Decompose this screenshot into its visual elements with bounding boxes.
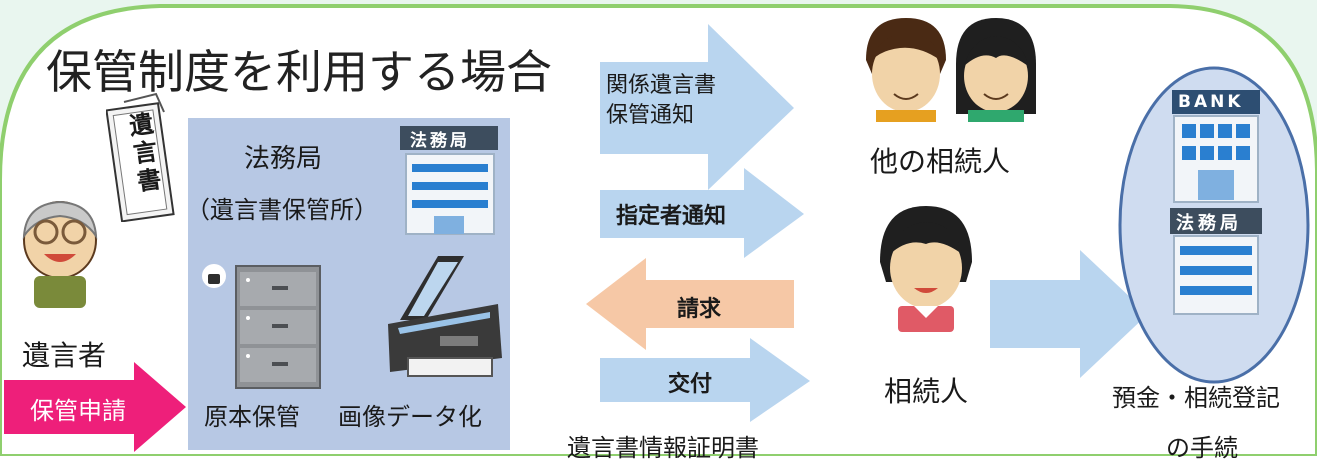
storage-cabinet-icon [198,262,324,390]
request-label: 請求 [677,297,722,322]
bank-procedures-line1: 預金・相続登記 [1112,384,1280,412]
legal-office-name: 法務局 [244,144,323,174]
testator-label: 遺言者 [22,339,107,372]
will-document-icon [105,92,178,223]
certificate-label: 遺言書情報証明書 [567,434,759,462]
procedure-arrow [990,250,1148,378]
bank-sign-text: BANK [1178,92,1244,112]
other-heirs-label: 他の相続人 [870,145,1011,178]
related-will-notice-arrow [600,24,794,190]
testator-elderly-person-icon [14,196,106,308]
related-will-notice-label: 関係遺言書 保管通知 [606,73,717,128]
scan-label: 画像データ化 [338,403,482,431]
bank-legal-office-icon [1168,206,1264,316]
heir-person-icon [874,202,978,332]
page-title: 保管制度を利用する場合 [46,45,552,99]
other-heirs-people-icon [856,14,1042,122]
issue-label: 交付 [668,372,713,397]
request-arrow [586,258,794,350]
legal-office-subname: （遺言書保管所） [186,196,378,224]
heir-label: 相続人 [884,375,969,408]
issue-arrow [600,338,810,422]
apply-arrow [4,362,186,452]
legal-office-sign-text: 法務局 [410,131,470,151]
bank-building-icon [1170,88,1262,204]
bank-procedures-line2: の手続 [1166,434,1238,462]
apply-arrow-label: 保管申請 [30,397,126,425]
legal-office-building-icon [398,124,502,236]
scanner-icon [380,254,506,384]
bank-legal-office-sign-text: 法務局 [1176,213,1242,234]
designee-notice-label: 指定者通知 [616,204,727,229]
storage-label: 原本保管 [204,403,300,431]
designee-notice-arrow [600,168,804,258]
